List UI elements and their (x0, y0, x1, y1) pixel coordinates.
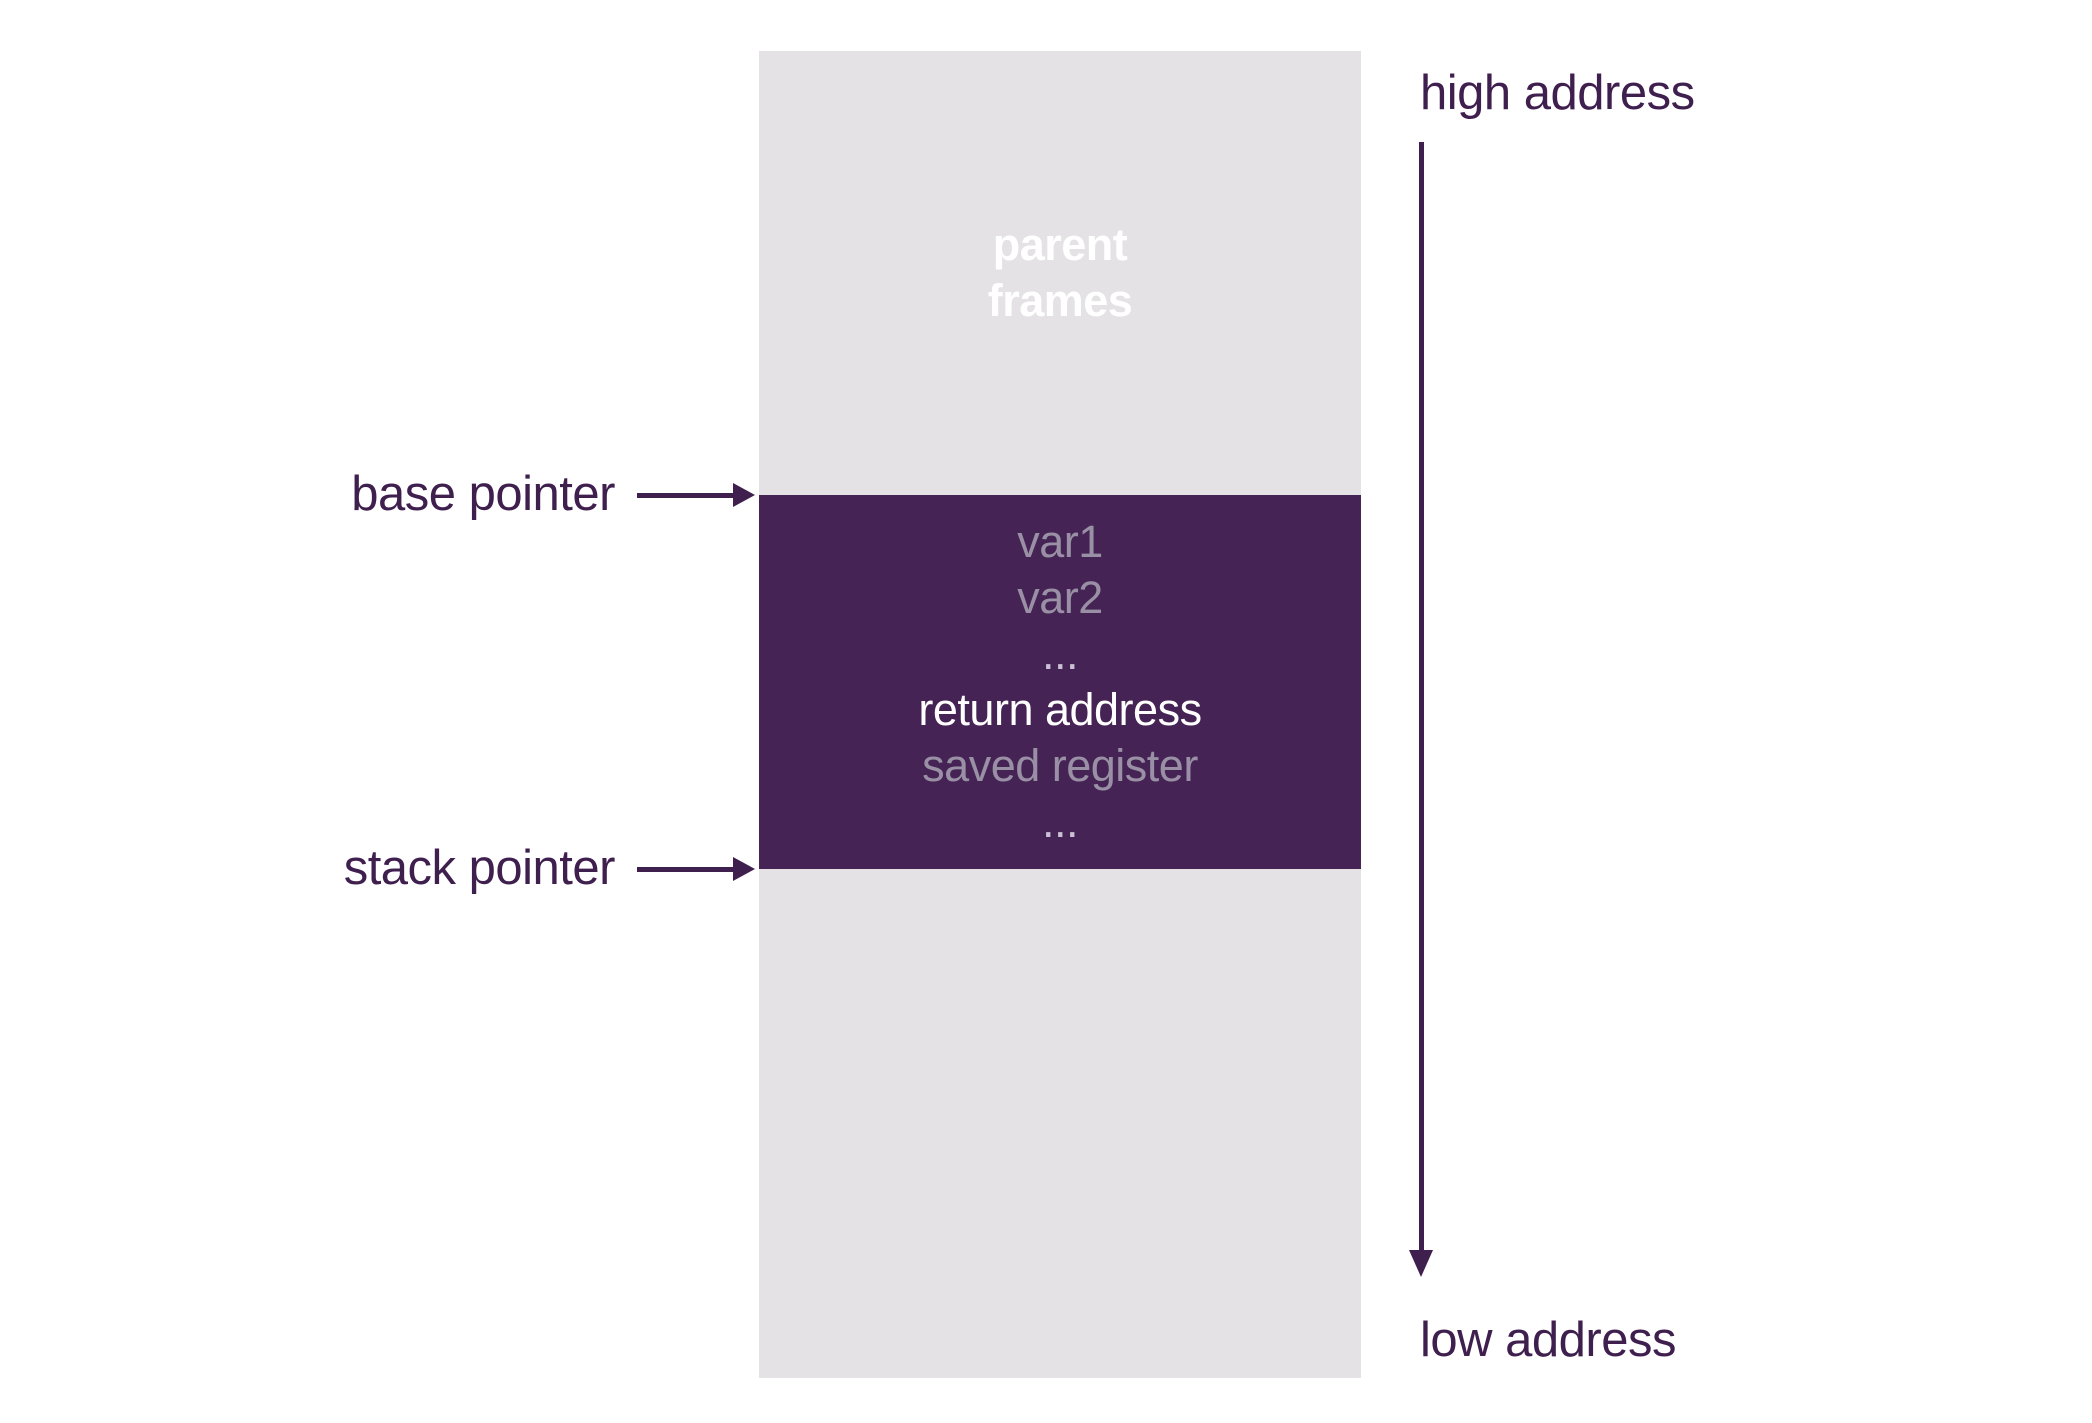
address-direction-arrow-shaft (1418, 142, 1424, 1251)
frame-row-return-address: return address (918, 684, 1202, 735)
stack-column: parent frames var1 var2 ... return addre… (759, 51, 1361, 1378)
stack-pointer-label: stack pointer (343, 840, 616, 895)
high-address-label: high address (1420, 66, 1695, 120)
frame-row-ellipsis-top: ... (1041, 628, 1079, 679)
base-pointer-arrowhead-icon (733, 483, 755, 507)
frame-row-saved-register: saved register (922, 740, 1198, 791)
parent-frames-region: parent frames (759, 51, 1361, 495)
base-pointer-arrow-shaft (637, 492, 735, 498)
parent-frames-label-line2: frames (987, 275, 1133, 326)
low-address-label: low address (1420, 1313, 1676, 1367)
base-pointer-label: base pointer (351, 466, 615, 521)
current-frame-region: var1 var2 ... return address saved regis… (759, 495, 1361, 869)
stack-pointer-arrowhead-icon (733, 857, 755, 881)
address-direction-arrowhead-icon (1409, 1250, 1433, 1277)
frame-row-var2: var2 (1017, 572, 1103, 623)
frame-row-var1: var1 (1017, 516, 1103, 567)
parent-frames-label-line1: parent (992, 219, 1128, 270)
frame-row-ellipsis-bottom: ... (1041, 796, 1079, 847)
stack-pointer-arrow-shaft (637, 866, 735, 872)
